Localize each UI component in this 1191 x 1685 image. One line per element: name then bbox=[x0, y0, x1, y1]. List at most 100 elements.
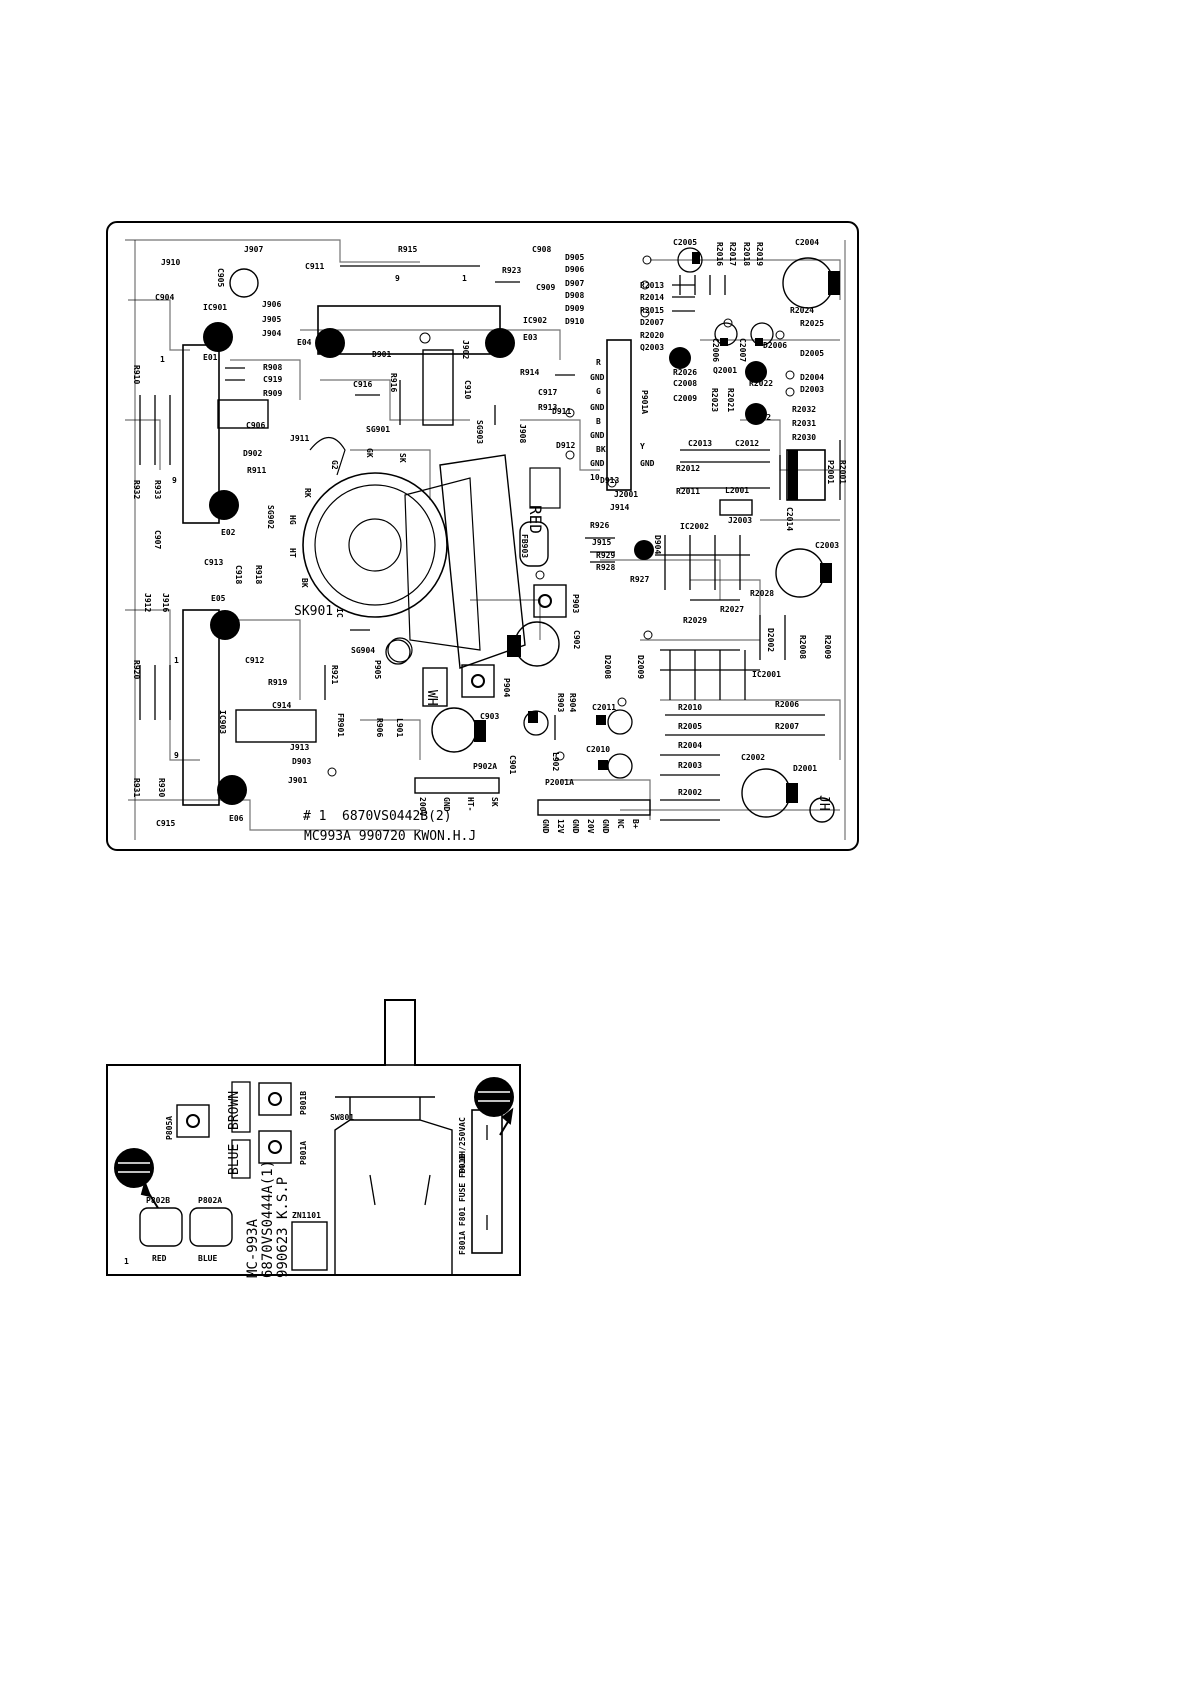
component-label-c908: C908 bbox=[532, 245, 551, 254]
component-label-j915: J915 bbox=[592, 538, 611, 547]
component-label-r918: R918 bbox=[254, 565, 263, 584]
component-label-j916: J916 bbox=[161, 593, 170, 612]
component-label-j901: J901 bbox=[288, 776, 307, 785]
component-label-d913: D913 bbox=[600, 476, 619, 485]
p901a-pin-1: GND bbox=[590, 373, 605, 382]
component-label-c915: C915 bbox=[156, 819, 175, 828]
component-label-ic902: IC902 bbox=[523, 316, 547, 325]
component-label-r919: R919 bbox=[268, 678, 287, 687]
ic901-pin-9: 9 bbox=[172, 476, 177, 485]
component-label-d904: D904 bbox=[653, 535, 662, 554]
component-label-l902: L902 bbox=[551, 752, 560, 771]
socket-pin-g2: G2 bbox=[330, 460, 339, 470]
component-label-j906: J906 bbox=[262, 300, 281, 309]
brown-box bbox=[231, 1081, 251, 1133]
component-lines bbox=[139, 265, 841, 821]
electrolytic-capacitors bbox=[229, 247, 840, 818]
component-label-r2030: R2030 bbox=[792, 433, 816, 442]
component-label-r2023: R2023 bbox=[710, 388, 719, 412]
component-label-e06: E06 bbox=[229, 814, 244, 823]
p801a-pad bbox=[258, 1130, 292, 1164]
socket-pin-gk: GK bbox=[365, 448, 374, 458]
component-label-c2011: C2011 bbox=[592, 703, 616, 712]
component-label-q2003: Q2003 bbox=[640, 343, 664, 352]
component-label-r2025: R2025 bbox=[800, 319, 824, 328]
ic903-outline bbox=[182, 609, 220, 806]
socket-pin-sk: SK bbox=[398, 453, 407, 463]
component-label-p901a: P901A bbox=[640, 390, 649, 414]
p801b-label: P801B bbox=[299, 1091, 308, 1115]
component-label-c919: C919 bbox=[263, 375, 282, 384]
power-board: BROWN BLUE P805A P801B P801A SW801 ZN110… bbox=[106, 999, 521, 1278]
component-label-r2005: R2005 bbox=[678, 722, 702, 731]
component-label-r913: R913 bbox=[538, 403, 557, 412]
component-label-r927: R927 bbox=[630, 575, 649, 584]
component-label-r2015: R2015 bbox=[640, 306, 664, 315]
component-label-r2002: R2002 bbox=[678, 788, 702, 797]
arrow-right bbox=[499, 1107, 514, 1136]
component-label-r2028: R2028 bbox=[750, 589, 774, 598]
component-label-j913: J913 bbox=[290, 743, 309, 752]
component-label-j902: J902 bbox=[461, 340, 470, 359]
component-label-c905: C905 bbox=[216, 268, 225, 287]
component-label-p904: P904 bbox=[502, 678, 511, 697]
switch-stem bbox=[384, 999, 416, 1066]
component-label-sg903: SG903 bbox=[475, 420, 484, 444]
component-label-d905: D905 bbox=[565, 253, 584, 262]
component-label-c2012: C2012 bbox=[735, 439, 759, 448]
component-label-r2014: R2014 bbox=[640, 293, 664, 302]
component-label-c2006: C2006 bbox=[711, 338, 720, 362]
component-label-r904: R904 bbox=[568, 693, 577, 712]
socket-pin-rk: RK bbox=[303, 488, 312, 498]
component-label-r2027: R2027 bbox=[720, 605, 744, 614]
board-id-line-2: MC993A 990720 KWON.H.J bbox=[304, 829, 476, 844]
component-label-l901: L901 bbox=[395, 718, 404, 737]
p802b-label: P802B bbox=[146, 1196, 170, 1205]
component-label-d901: D901 bbox=[372, 350, 391, 359]
component-label-r928: R928 bbox=[596, 563, 615, 572]
ic903-pin-9: 9 bbox=[174, 751, 179, 760]
p902a-pin-3: SK bbox=[490, 797, 499, 807]
component-label-c907: C907 bbox=[153, 530, 162, 549]
component-label-r2001: R2001 bbox=[838, 460, 847, 484]
component-label-e01: E01 bbox=[203, 353, 218, 362]
component-label-r2019: R2019 bbox=[755, 242, 764, 266]
component-label-l2001: L2001 bbox=[725, 486, 749, 495]
c906-box bbox=[217, 399, 269, 429]
component-label-r2017: R2017 bbox=[728, 242, 737, 266]
p901a-pin-4: B bbox=[596, 417, 601, 426]
component-label-ic2001: IC2001 bbox=[752, 670, 781, 679]
p802a-label: P802A bbox=[198, 1196, 222, 1205]
component-label-r923: R923 bbox=[502, 266, 521, 275]
component-label-d2008: D2008 bbox=[603, 655, 612, 679]
socket-pin-bk: BK bbox=[300, 578, 309, 588]
component-label-c916: C916 bbox=[353, 380, 372, 389]
component-label-c2002: C2002 bbox=[741, 753, 765, 762]
p903-hole bbox=[538, 594, 552, 608]
p805a-pad bbox=[176, 1104, 210, 1138]
p903-pad bbox=[533, 584, 567, 618]
component-label-r2016: R2016 bbox=[715, 242, 724, 266]
component-label-r932: R932 bbox=[132, 480, 141, 499]
component-label-j907: J907 bbox=[244, 245, 263, 254]
component-label-d910: D910 bbox=[565, 317, 584, 326]
red-box bbox=[529, 467, 561, 509]
component-label-fr901: FR901 bbox=[336, 713, 345, 737]
component-label-c2008: C2008 bbox=[673, 379, 697, 388]
p2001a-pin-2: GND bbox=[571, 819, 580, 834]
blue-box bbox=[231, 1139, 251, 1179]
p902a-pin-1: GND bbox=[442, 797, 451, 812]
component-label-r929: R929 bbox=[596, 551, 615, 560]
red-label: RED bbox=[152, 1254, 167, 1263]
p2001a-pin-5: NC bbox=[616, 819, 625, 829]
component-label-p905: P905 bbox=[373, 660, 382, 679]
wh-marking: WH bbox=[424, 690, 439, 706]
board-id-line-1: 6870VS0442B(2) bbox=[342, 809, 452, 824]
component-label-p902a: P902A bbox=[473, 762, 497, 771]
component-label-r914: R914 bbox=[520, 368, 539, 377]
component-label-d2006: D2006 bbox=[763, 341, 787, 350]
p802b-pad bbox=[139, 1207, 183, 1247]
component-label-j2001: J2001 bbox=[614, 490, 638, 499]
component-label-r931: R931 bbox=[132, 778, 141, 797]
p2001a-pin-1: 12V bbox=[556, 819, 565, 834]
